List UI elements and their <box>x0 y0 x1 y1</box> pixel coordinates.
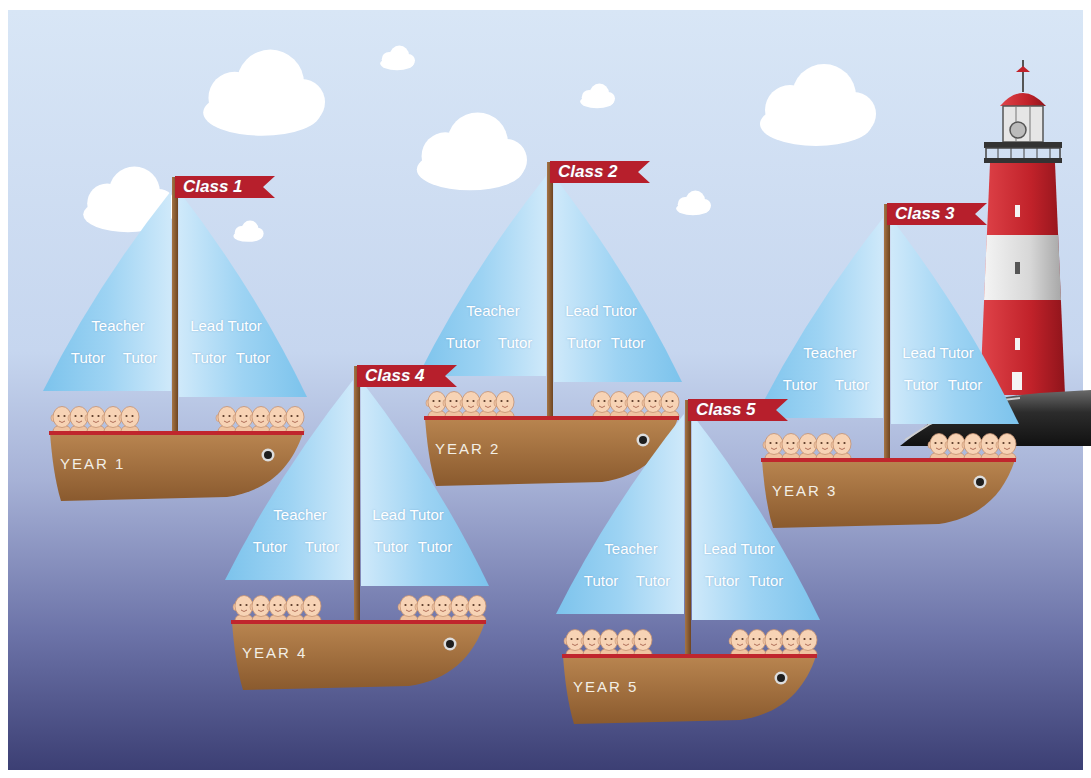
right-sail-text: Lead Tutor <box>190 317 262 334</box>
children-faces <box>757 426 1022 462</box>
right-sail-text: Tutor <box>374 538 408 555</box>
sky-sea <box>8 10 1083 770</box>
right-sail-shape <box>691 414 820 620</box>
left-sail-text: Teacher <box>91 317 144 334</box>
right-sail-shape <box>553 176 682 382</box>
children-faces <box>227 588 492 624</box>
right-sail-shape <box>178 191 307 397</box>
clouds <box>83 46 876 242</box>
right-sail-text: Lead Tutor <box>372 506 444 523</box>
left-sail-text: Teacher <box>604 540 657 557</box>
mast <box>884 204 890 462</box>
right-sail: Lead TutorTutor Tutor <box>178 191 307 397</box>
right-sail-text: Tutor <box>948 376 982 393</box>
right-sail-text: Tutor <box>192 349 226 366</box>
class-flag-text: Class 4 <box>365 366 425 386</box>
right-sail: Lead TutorTutor Tutor <box>553 176 682 382</box>
class-flag-text: Class 2 <box>558 162 618 182</box>
boat-hull: YEAR 5 <box>560 652 818 728</box>
right-sail-text: Tutor <box>611 334 645 351</box>
class-flag-text: Class 5 <box>696 400 756 420</box>
left-sail: TeacherTutor Tutor <box>43 191 172 391</box>
class-flag: Class 3 <box>887 203 987 225</box>
left-sail-text: Tutor <box>446 334 480 351</box>
boat-hull: YEAR 1 <box>47 429 305 505</box>
right-sail: Lead TutorTutor Tutor <box>691 414 820 620</box>
right-sail: Lead TutorTutor Tutor <box>360 380 489 586</box>
right-sail-text: Lead Tutor <box>565 302 637 319</box>
class-flag: Class 4 <box>357 365 457 387</box>
left-sail-text: Tutor <box>305 538 339 555</box>
left-sail-text: Teacher <box>466 302 519 319</box>
left-sail: TeacherTutor Tutor <box>755 218 884 418</box>
left-sail: TeacherTutor Tutor <box>225 380 354 580</box>
right-sail-text: Tutor <box>749 572 783 589</box>
left-sail: TeacherTutor Tutor <box>556 414 685 614</box>
mast <box>685 400 691 658</box>
left-sail-text: Tutor <box>253 538 287 555</box>
left-sail-text: Tutor <box>498 334 532 351</box>
right-sail-text: Tutor <box>705 572 739 589</box>
right-sail-text: Lead Tutor <box>703 540 775 557</box>
children-faces <box>558 622 823 658</box>
right-sail-shape <box>360 380 489 586</box>
left-sail-text: Tutor <box>835 376 869 393</box>
mast <box>547 162 553 420</box>
right-sail-text: Tutor <box>567 334 601 351</box>
right-sail-text: Lead Tutor <box>902 344 974 361</box>
class-flag: Class 1 <box>175 176 275 198</box>
left-sail-text: Tutor <box>123 349 157 366</box>
mast <box>354 366 360 624</box>
right-sail-text: Tutor <box>236 349 270 366</box>
left-sail: TeacherTutor Tutor <box>418 176 547 376</box>
boat-hull: YEAR 3 <box>759 456 1017 532</box>
boat-hull-text: YEAR 1 <box>60 455 125 472</box>
boat-hull-text: YEAR 5 <box>573 678 638 695</box>
class-flag: Class 2 <box>550 161 650 183</box>
class-flag: Class 5 <box>688 399 788 421</box>
boat-hull-text: YEAR 2 <box>435 440 500 457</box>
left-sail-text: Teacher <box>803 344 856 361</box>
class-flag-text: Class 3 <box>895 204 955 224</box>
boat-hull: YEAR 4 <box>229 618 487 694</box>
right-sail: Lead TutorTutor Tutor <box>890 218 1019 424</box>
right-sail-text: Tutor <box>418 538 452 555</box>
left-sail-text: Tutor <box>584 572 618 589</box>
boat-hull-text: YEAR 4 <box>242 644 307 661</box>
mast <box>172 177 178 435</box>
left-sail-text: Tutor <box>783 376 817 393</box>
children-faces <box>45 399 310 435</box>
boat-hull-text: YEAR 3 <box>772 482 837 499</box>
left-sail-text: Tutor <box>636 572 670 589</box>
left-sail-text: Teacher <box>273 506 326 523</box>
children-faces <box>420 384 685 420</box>
class-flag-text: Class 1 <box>183 177 243 197</box>
right-sail-text: Tutor <box>904 376 938 393</box>
left-sail-text: Tutor <box>71 349 105 366</box>
right-sail-shape <box>890 218 1019 424</box>
